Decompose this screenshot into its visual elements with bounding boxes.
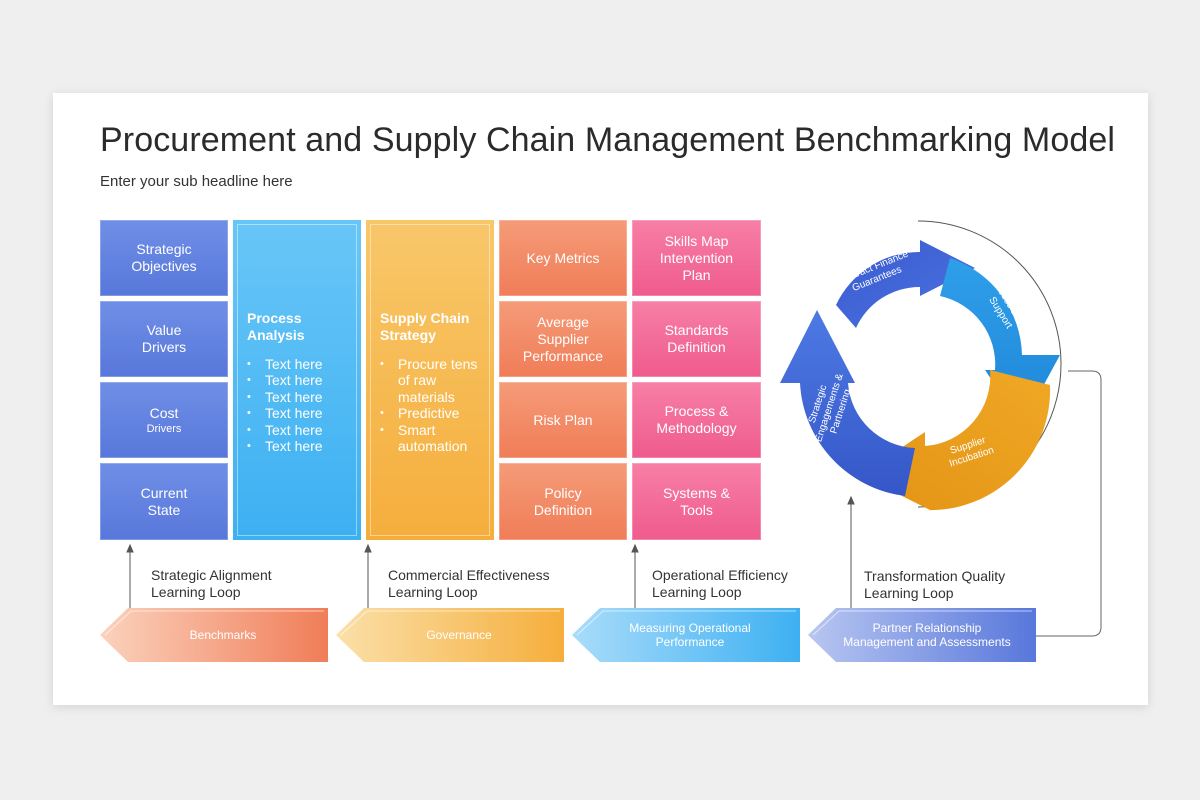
box-process-methodology: Process & Methodology xyxy=(632,382,761,458)
partner-arrow-shape xyxy=(808,608,1036,662)
page-subtitle: Enter your sub headline here xyxy=(100,173,293,190)
box-risk-plan: Risk Plan xyxy=(499,382,627,458)
list-item: Smart automation xyxy=(380,422,480,455)
list-item: Text here xyxy=(247,438,347,455)
cycle-diagram xyxy=(780,220,1062,511)
list-item: Text here xyxy=(247,422,347,439)
page-title: Procurement and Supply Chain Management … xyxy=(100,121,1116,159)
process-analysis-column: Process Analysis Text here Text here Tex… xyxy=(233,220,361,540)
list-item: Text here xyxy=(247,356,347,373)
benchmarks-arrow-shape xyxy=(100,608,328,662)
connector-arrows xyxy=(126,495,855,608)
box-systems-tools: Systems & Tools xyxy=(632,463,761,540)
loop-label-operational-efficiency: Operational Efficiency Learning Loop xyxy=(652,567,788,600)
arrow-label-partner-relationship: Partner Relationship Management and Asse… xyxy=(843,621,1011,649)
process-analysis-list: Text here Text here Text here Text here … xyxy=(247,356,347,455)
governance-arrow-shape xyxy=(336,608,564,662)
loop-label-commercial-effectiveness: Commercial Effectiveness Learning Loop xyxy=(388,567,550,600)
supply-chain-strategy-heading: Supply Chain Strategy xyxy=(380,310,470,343)
feedback-connector xyxy=(1036,370,1102,637)
box-skills-map: Skills Map Intervention Plan xyxy=(632,220,761,296)
box-standards-definition: Standards Definition xyxy=(632,301,761,377)
loop-label-strategic-alignment: Strategic Alignment Learning Loop xyxy=(151,567,272,600)
cycle-segment-strategic xyxy=(780,310,915,496)
list-item: Procure tens of raw materials xyxy=(380,356,480,405)
box-policy-definition: Policy Definition xyxy=(499,463,627,540)
box-current-state: Current State xyxy=(100,463,228,540)
box-value-drivers: Value Drivers xyxy=(100,301,228,377)
box-cost-drivers: Cost Drivers xyxy=(100,382,228,458)
loop-label-transformation-quality: Transformation Quality Learning Loop xyxy=(864,568,1006,601)
supply-chain-strategy-list: Procure tens of raw materials Predictive… xyxy=(380,356,480,454)
cycle-segment-contract-finance xyxy=(836,240,975,328)
box-average-supplier-performance: Average Supplier Performance xyxy=(499,301,627,377)
arrow-label-governance: Governance xyxy=(426,628,492,642)
box-key-metrics: Key Metrics xyxy=(499,220,627,296)
box-strategic-objectives: Strategic Objectives xyxy=(100,220,228,296)
list-item: Text here xyxy=(247,372,347,389)
measuring-arrow-shape xyxy=(572,608,800,662)
arrow-label-measuring-performance: Measuring Operational Performance xyxy=(629,621,751,649)
list-item: Text here xyxy=(247,389,347,406)
arrow-label-benchmarks: Benchmarks xyxy=(189,628,257,642)
supply-chain-strategy-column: Supply Chain Strategy Procure tens of ra… xyxy=(366,220,494,540)
list-item: Text here xyxy=(247,405,347,422)
list-item: Predictive xyxy=(380,405,480,422)
process-analysis-heading: Process Analysis xyxy=(247,310,305,343)
